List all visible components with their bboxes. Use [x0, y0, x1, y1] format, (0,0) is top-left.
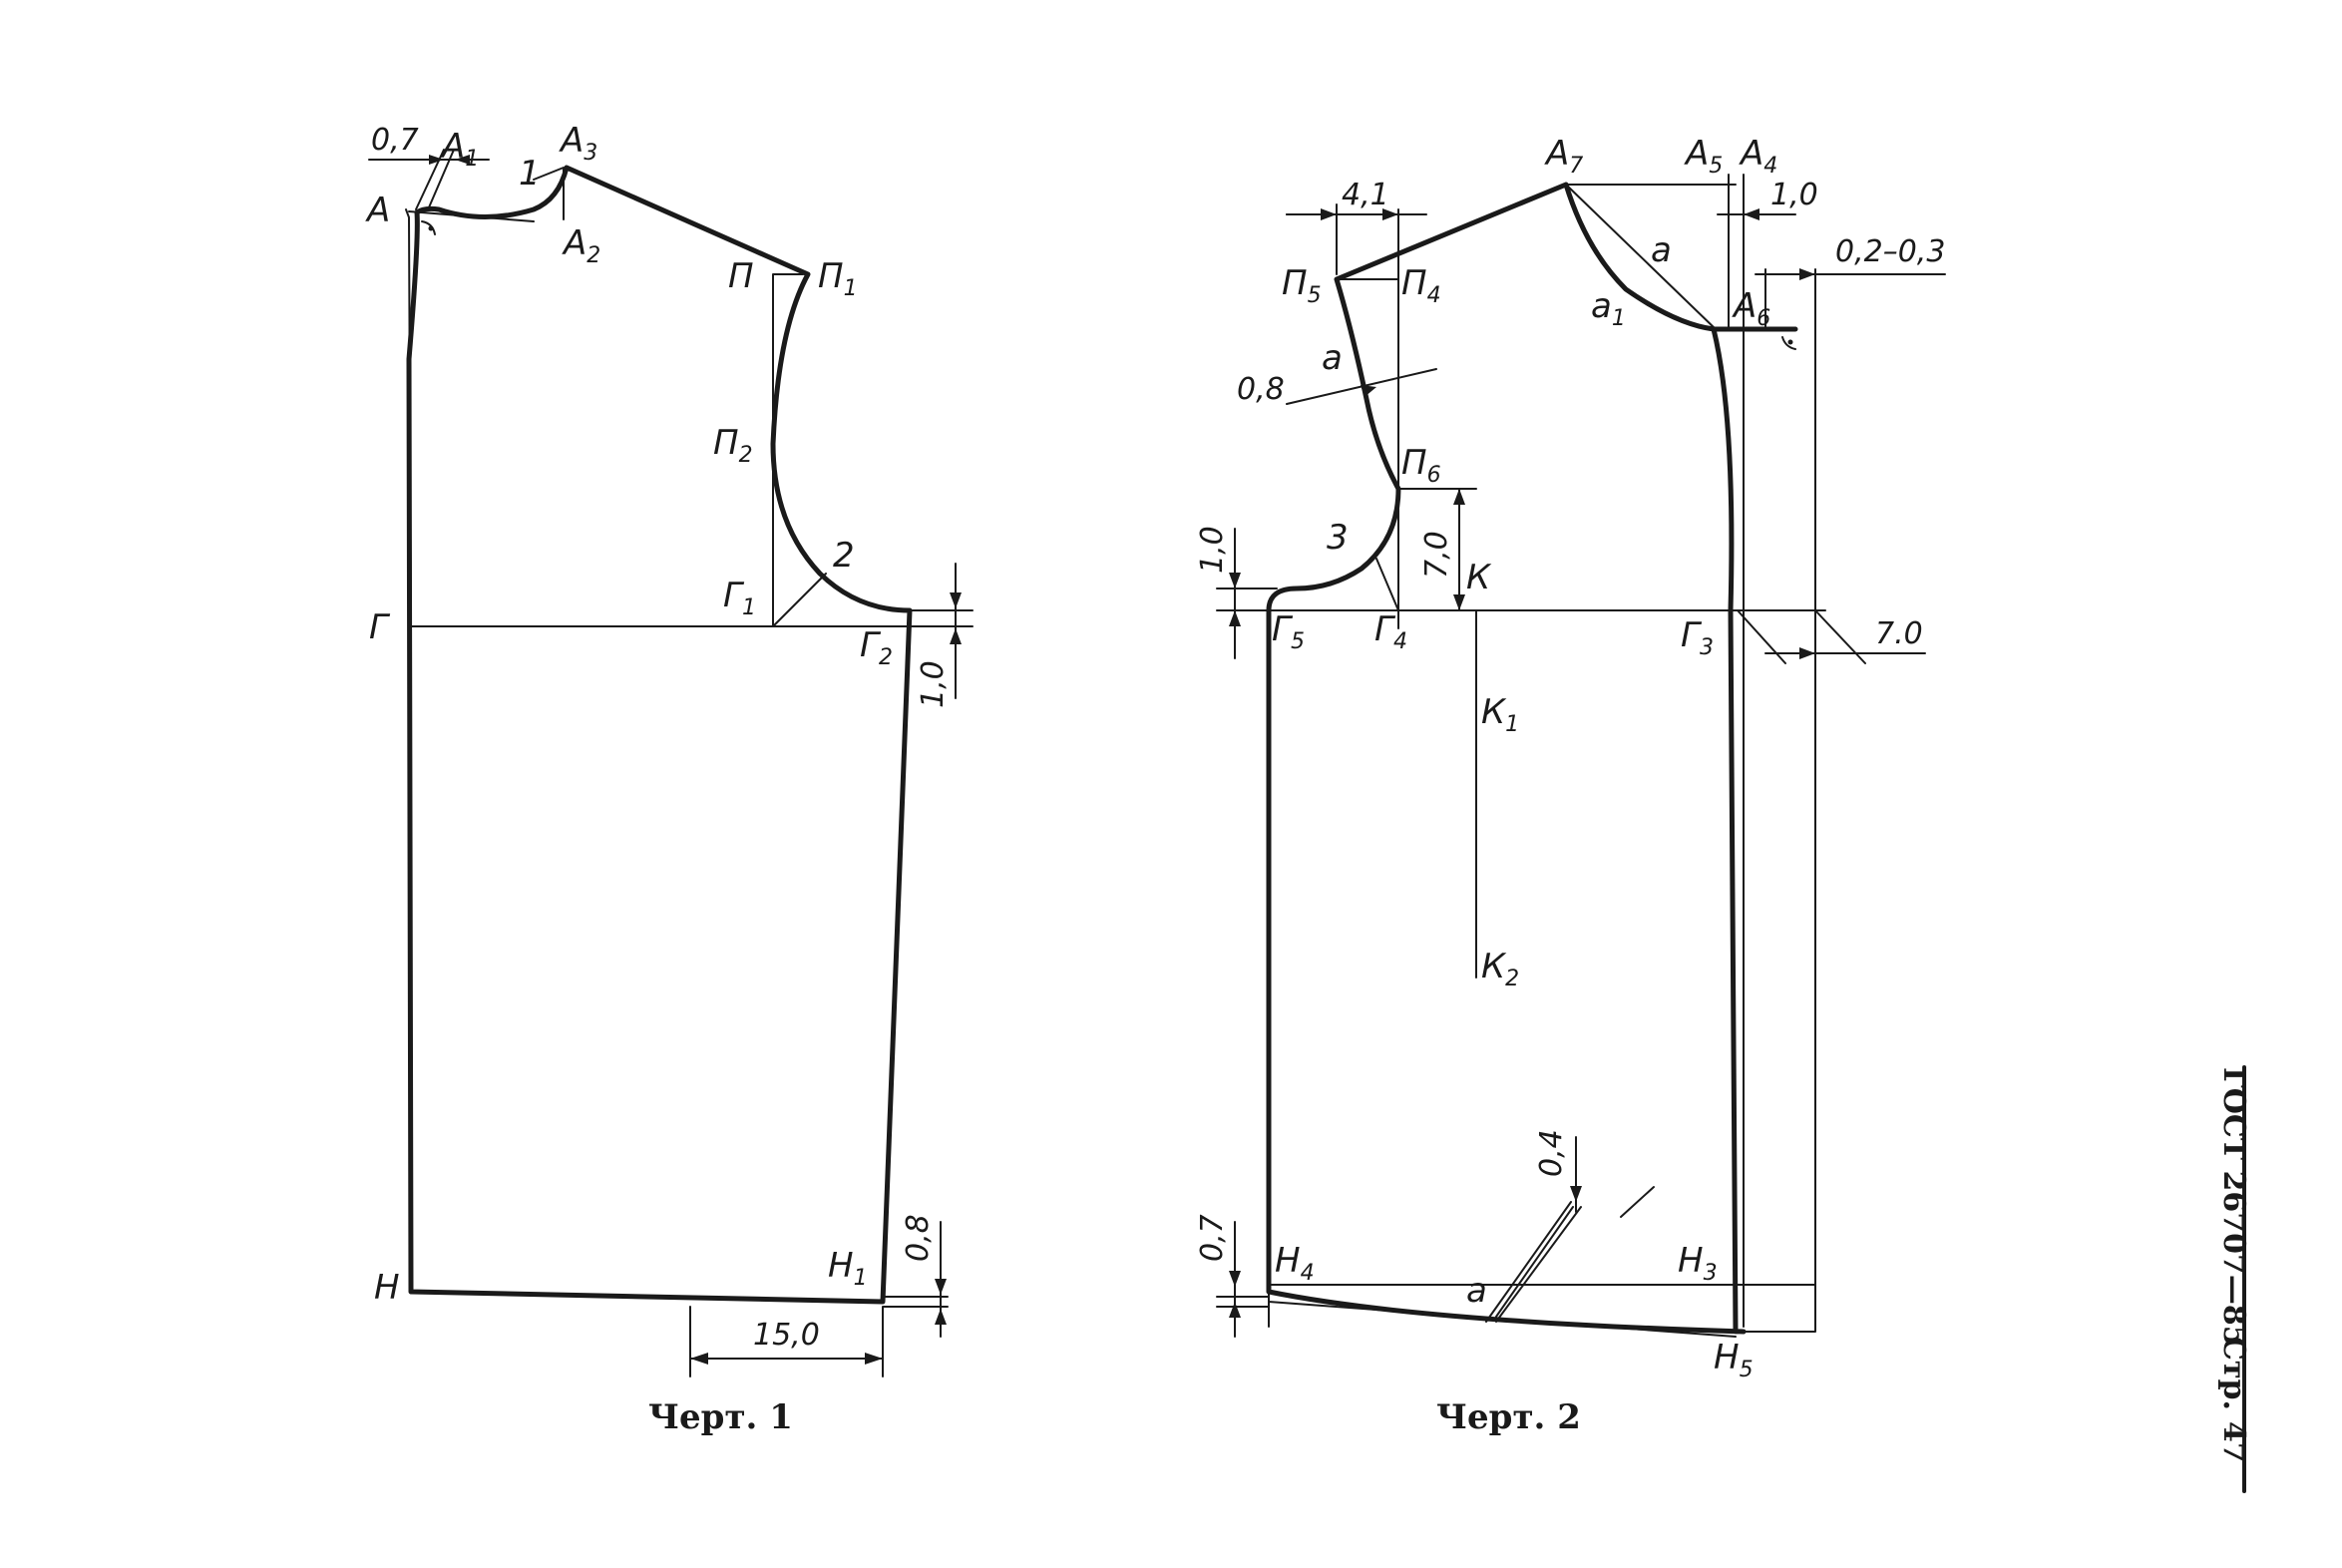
fig2-dim-70h-arrow [1799, 647, 1815, 659]
fig2-dim-08-label: 0,8 [1237, 372, 1285, 407]
fig1-caption: Черт. 1 [648, 1397, 793, 1437]
fig2-label-N4: Н4 [1275, 1241, 1315, 1286]
fig1-dim-150-label: 15,0 [753, 1318, 820, 1353]
fig2-label-P4: П4 [1401, 263, 1441, 308]
fig2-dim-10top-arrow [1744, 208, 1759, 220]
fig1-label-G2: Г2 [860, 625, 893, 670]
fig2-contour [1266, 182, 1798, 1335]
fig1-dim-08-arrow-top [935, 1279, 947, 1295]
fig2-right-angle-dot [1787, 339, 1793, 345]
fig1-label-2: 2 [833, 536, 855, 576]
fig1-dim-08-label: 0,8 [901, 1214, 936, 1262]
fig1-right-angle-dot [428, 225, 434, 231]
fig1-label-P: П [728, 256, 754, 296]
fig1-label-A1: А1 [440, 127, 479, 172]
fig1-label-A3: А3 [559, 121, 597, 166]
fig2-label-K: К [1466, 558, 1492, 597]
fig2-dim-0203-arrow [1799, 268, 1815, 280]
fig2-label-a: а [1651, 230, 1672, 270]
fig1-dim-150-arrow-right [865, 1353, 883, 1365]
fig2-label-3: 3 [1327, 518, 1349, 558]
fig2-dim-07-label: 0,7 [1195, 1214, 1230, 1262]
fig1-label-P1: П1 [818, 256, 858, 301]
fig2-label-P5: П5 [1282, 263, 1322, 308]
fig2-label-P6: П6 [1401, 443, 1441, 488]
fig2-caption: Черт. 2 [1436, 1397, 1581, 1437]
fig2-dim-10left-arrow-bottom [1229, 610, 1241, 626]
fig2-dim-0203-label: 0,2–0,3 [1835, 234, 1945, 269]
fig2-label-A5: А5 [1684, 134, 1723, 179]
fig2-dim-07-arrow-top [1229, 1271, 1241, 1287]
fig2-label-A6: А6 [1732, 286, 1770, 331]
fig2-dim-10top-label: 1,0 [1770, 178, 1818, 212]
fig2-dim-70v-arrow-bottom [1453, 594, 1465, 610]
fig2-label-K1: К1 [1481, 692, 1519, 737]
fig2-dim-10left-arrow-top [1229, 573, 1241, 588]
fig1-dim-150-arrow-left [690, 1353, 708, 1365]
figure-2: 4,1 1,0 0,2–0,3 0,8 7,0 1,0 7.0 0,4 [1195, 134, 1946, 1437]
fig1-label-P2: П2 [713, 423, 753, 468]
fig2-dim-08-arrow [1361, 385, 1376, 397]
fig1-right-angle-mark [421, 220, 436, 235]
fig2-dim-04-arrow [1570, 1186, 1582, 1202]
fig2-label-A7: А7 [1544, 134, 1583, 179]
fig1-dim-10-arrow-bottom [950, 628, 962, 644]
fig2-dim-41-arrow-right [1382, 208, 1398, 220]
fig1-dim-10-arrow-top [950, 592, 962, 608]
fig1-label-G1: Г1 [723, 576, 756, 620]
fig1-label-A2: А2 [562, 223, 600, 268]
fig1-label-N1: Н1 [828, 1246, 868, 1291]
fig2-label-N5: Н5 [1714, 1338, 1754, 1382]
fig2-label-G3: Г3 [1681, 615, 1714, 660]
fig1-label-A: А [365, 191, 390, 230]
fig2-label-N3: Н3 [1678, 1241, 1718, 1286]
fig2-dim-70v-arrow-top [1453, 489, 1465, 505]
fig2-dim-70h-label: 7.0 [1875, 616, 1923, 651]
fig2-label-a1: а1 [1591, 286, 1626, 331]
fig2-hem-measure [1485, 1201, 1582, 1323]
fig1-dim-10-label: 1,0 [916, 660, 951, 708]
fig1-dim-08-arrow-bottom [935, 1309, 947, 1325]
fig2-label-A4: А4 [1739, 134, 1777, 179]
fig2-dim-41-label: 4,1 [1342, 178, 1389, 212]
fig2-right-angle-mark [1781, 336, 1796, 350]
fig2-label-K2: К2 [1481, 947, 1519, 991]
fig2-label-a-hem: а [1466, 1271, 1487, 1311]
fig1-dim-07-label: 0,7 [371, 123, 419, 158]
fig2-dim-70v-label: 7,0 [1419, 531, 1454, 579]
fig1-dim-07-arrow-right [455, 155, 470, 165]
fig2-label-a-arm: а [1322, 338, 1343, 378]
figure-1: 0,7 1,0 0,8 15,0 А А1 1 А3 А2 П П1 П2 2 … [365, 121, 974, 1437]
fig1-contour [406, 165, 913, 1305]
fig1-label-G: Г [369, 607, 391, 647]
fig2-dim-04-label: 0,4 [1534, 1129, 1569, 1177]
fig1-label-N: Н [374, 1268, 400, 1308]
fig2-dim-10left-label: 1,0 [1195, 526, 1230, 574]
fig1-label-1: 1 [519, 154, 541, 194]
fig1-dim-07-arrow-left [429, 155, 444, 165]
fig2-dim-41-arrow-left [1321, 208, 1337, 220]
fig2-label-G5: Г5 [1272, 609, 1305, 654]
fig2-dim-07-arrow-bottom [1229, 1302, 1241, 1318]
fig2-label-G4: Г4 [1374, 609, 1407, 654]
